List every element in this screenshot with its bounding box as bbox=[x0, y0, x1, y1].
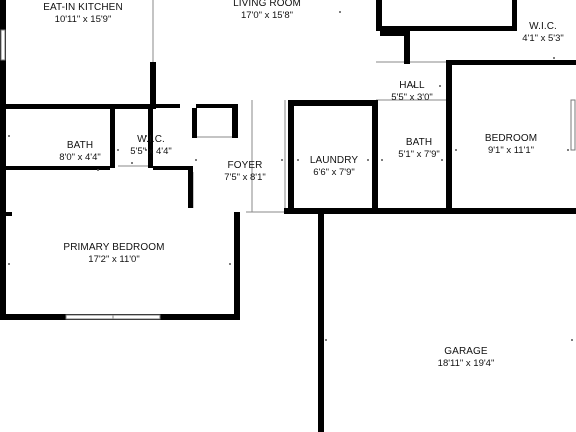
room-name: LAUNDRY bbox=[309, 155, 359, 166]
room-label-bedroom: BEDROOM 9'1" x 11'1" bbox=[485, 133, 537, 157]
room-dims: 4'1" x 5'3" bbox=[522, 33, 564, 44]
room-name: W.I.C. bbox=[137, 134, 165, 145]
room-dims: 5'5" x 3'0" bbox=[391, 92, 433, 103]
room-name: LIVING ROOM bbox=[233, 0, 301, 9]
room-dims: 17'2" x 11'0" bbox=[88, 254, 140, 265]
room-label-primary-bedroom: PRIMARY BEDROOM 17'2" x 11'0" bbox=[63, 242, 164, 266]
room-dims: 7'5" x 8'1" bbox=[224, 172, 266, 183]
room-dims: 5'5" x 4'4" bbox=[130, 146, 172, 157]
room-name: PRIMARY BEDROOM bbox=[63, 242, 165, 253]
room-name: W.I.C. bbox=[529, 21, 557, 32]
room-name: BATH bbox=[66, 140, 94, 151]
room-label-foyer: FOYER 7'5" x 8'1" bbox=[224, 160, 266, 184]
room-dims: 9'1" x 11'1" bbox=[487, 145, 535, 156]
room-name: EAT-IN KITCHEN bbox=[43, 2, 123, 13]
room-label-laundry: LAUNDRY 6'6" x 7'9" bbox=[310, 155, 358, 179]
room-name: FOYER bbox=[227, 160, 263, 171]
room-name: GARAGE bbox=[444, 346, 488, 357]
room-label-eat-in-kitchen: EAT-IN KITCHEN 10'11" x 15'9" bbox=[43, 2, 123, 26]
room-label-wic-top: W.I.C. 4'1" x 5'3" bbox=[522, 21, 564, 45]
room-label-garage: GARAGE 18'11" x 19'4" bbox=[438, 346, 495, 370]
room-label-living-room: LIVING ROOM 17'0" x 15'8" bbox=[233, 0, 301, 22]
room-dims: 8'0" x 4'4" bbox=[59, 152, 101, 163]
dimension-ticks bbox=[8, 11, 573, 341]
room-label-wic-left: W.I.C. 5'5" x 4'4" bbox=[130, 134, 172, 158]
room-dims: 17'0" x 15'8" bbox=[240, 10, 294, 21]
room-dims: 18'11" x 19'4" bbox=[437, 358, 495, 369]
room-label-hall: HALL 5'5" x 3'0" bbox=[391, 80, 433, 104]
windows bbox=[0, 29, 576, 320]
room-dims: 6'6" x 7'9" bbox=[313, 167, 355, 178]
room-name: HALL bbox=[399, 80, 425, 91]
room-label-bath-left: BATH 8'0" x 4'4" bbox=[59, 140, 101, 164]
room-dims: 10'11" x 15'9" bbox=[54, 14, 112, 25]
room-name: BATH bbox=[405, 137, 433, 148]
room-dims: 5'1" x 7'9" bbox=[398, 149, 440, 160]
room-label-bath-right: BATH 5'1" x 7'9" bbox=[398, 137, 440, 161]
room-name: BEDROOM bbox=[484, 133, 538, 144]
